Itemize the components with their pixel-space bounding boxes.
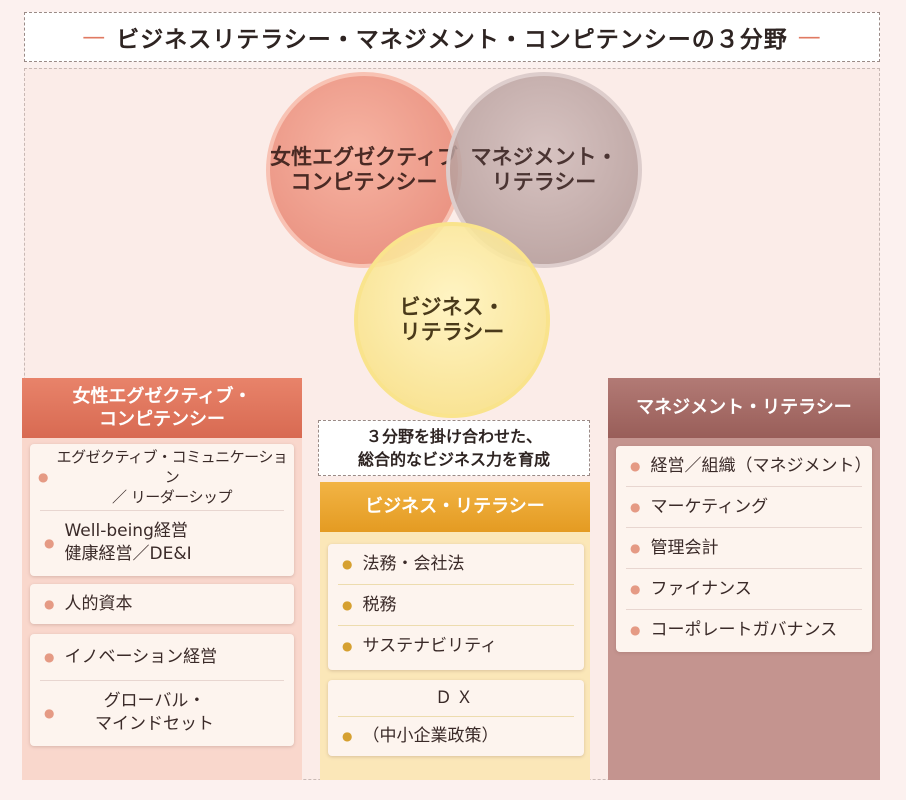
mgmt-item-accounting: 管理会計	[650, 537, 719, 558]
title-text: ビジネスリテラシー・マネジメント・コンピテンシーの３分野	[116, 27, 788, 53]
divider	[626, 609, 862, 610]
female-header-line1: 女性エグゼクティブ・	[72, 385, 252, 407]
list-item: ● 人的資本	[30, 584, 294, 624]
business-card-2: ＤＸ ● （中小企業政策）	[328, 680, 584, 756]
circle-business-literacy: ビジネス・ リテラシー	[354, 222, 550, 418]
circle-biz-line2: リテラシー	[399, 320, 505, 344]
business-item-tax: 税務	[362, 594, 397, 615]
business-item-sustainability: サステナビリティ	[362, 635, 498, 656]
female-item-innovation: イノベーション経営	[64, 646, 218, 667]
circle-biz-line1: ビジネス・	[399, 294, 505, 319]
management-card: ● 経営／組織（マネジメント） ● マーケティング ● 管理会計 ● ファイナン…	[616, 446, 872, 652]
female-card-2: ● 人的資本	[30, 584, 294, 624]
female-item-global-line1: グローバル・	[103, 691, 206, 712]
bullet-icon: ●	[342, 728, 353, 743]
bullet-icon: ●	[44, 596, 55, 611]
divider	[40, 680, 284, 681]
female-item-comm-line1: エグゼクティブ・コミュニケーション	[56, 447, 288, 486]
list-item: ● Well-being経営 健康経営／DE&I	[30, 511, 294, 575]
list-item: ● ファイナンス	[616, 569, 872, 609]
bullet-icon: ●	[44, 649, 55, 664]
diagram-title: — ビジネスリテラシー・マネジメント・コンピテンシーの３分野 —	[24, 12, 880, 62]
divider	[338, 625, 574, 626]
synergy-note: ３分野を掛け合わせた、 総合的なビジネス力を育成	[318, 420, 590, 476]
divider	[40, 510, 284, 511]
circle-mgmt-line1: マネジメント・	[470, 144, 618, 169]
circle-female-line1: 女性エグゼクティブ	[270, 144, 458, 169]
female-card-3: ● イノベーション経営 ● グローバル・ マインドセット	[30, 634, 294, 746]
female-item-global-line2: マインドセット	[94, 714, 214, 734]
female-item-human-capital: 人的資本	[64, 593, 133, 614]
circle-female-competency: 女性エグゼクティブ コンピテンシー	[266, 72, 462, 268]
bullet-icon: ●	[342, 556, 353, 571]
circle-female-line2: コンピテンシー	[290, 170, 438, 194]
divider	[338, 716, 574, 717]
list-item: ● 税務	[328, 585, 584, 625]
list-item: ● コーポレートガバナンス	[616, 610, 872, 650]
column-female-competency: 女性エグゼクティブ・ コンピテンシー ● エグゼクティブ・コミュニケーション ／…	[22, 378, 302, 780]
list-item: ● 管理会計	[616, 528, 872, 568]
bullet-icon: ●	[630, 458, 641, 473]
divider	[626, 527, 862, 528]
bullet-icon: ●	[44, 705, 55, 720]
column-management-literacy: マネジメント・リテラシー ● 経営／組織（マネジメント） ● マーケティング ●…	[608, 378, 880, 780]
mgmt-item-marketing: マーケティング	[650, 496, 769, 517]
female-header-line2: コンピテンシー	[98, 409, 225, 430]
business-item-law: 法務・会社法	[362, 553, 465, 574]
business-dx-title: ＤＸ	[435, 687, 477, 708]
list-item: ● グローバル・ マインドセット	[30, 681, 294, 745]
synergy-note-line2: 総合的なビジネス力を育成	[357, 450, 550, 469]
divider	[626, 486, 862, 487]
bullet-icon: ●	[630, 581, 641, 596]
bullet-icon: ●	[630, 622, 641, 637]
divider	[338, 584, 574, 585]
mgmt-item-finance: ファイナンス	[650, 578, 752, 599]
circle-mgmt-line2: リテラシー	[491, 170, 597, 194]
bullet-icon: ●	[630, 540, 641, 555]
bullet-icon: ●	[630, 499, 641, 514]
title-dash-right: —	[797, 24, 822, 50]
list-item: ● サステナビリティ	[328, 626, 584, 666]
divider	[626, 568, 862, 569]
female-item-wellbeing-line2: 健康経営／DE&I	[64, 544, 192, 564]
bullet-icon: ●	[38, 469, 48, 484]
column-business-literacy: ビジネス・リテラシー ● 法務・会社法 ● 税務 ● サステナビリティ ＤＸ ●…	[320, 482, 590, 780]
synergy-note-line1: ３分野を掛け合わせた、	[365, 426, 542, 446]
bullet-icon: ●	[342, 638, 353, 653]
business-card-1: ● 法務・会社法 ● 税務 ● サステナビリティ	[328, 544, 584, 670]
column-female-header: 女性エグゼクティブ・ コンピテンシー	[22, 378, 302, 438]
list-item: ● マーケティング	[616, 487, 872, 527]
female-item-comm-line2: ／ リーダーシップ	[112, 488, 232, 507]
business-item-sme-policy: （中小企業政策）	[362, 725, 499, 746]
bullet-icon: ●	[342, 597, 353, 612]
list-item: ● エグゼクティブ・コミュニケーション ／ リーダーシップ	[30, 444, 294, 510]
list-item: ● 経営／組織（マネジメント）	[616, 446, 872, 486]
bullet-icon: ●	[44, 535, 55, 550]
mgmt-item-governance: コーポレートガバナンス	[650, 619, 838, 640]
title-dash-left: —	[82, 24, 107, 50]
column-business-header: ビジネス・リテラシー	[320, 482, 590, 532]
column-management-header: マネジメント・リテラシー	[608, 378, 880, 438]
list-item: ● 法務・会社法	[328, 544, 584, 584]
female-card-1: ● エグゼクティブ・コミュニケーション ／ リーダーシップ ● Well-bei…	[30, 444, 294, 576]
female-item-wellbeing-line1: Well-being経営	[64, 521, 188, 542]
mgmt-item-organization: 経営／組織（マネジメント）	[650, 455, 872, 476]
list-item: ● イノベーション経営	[30, 634, 294, 680]
list-item: ● （中小企業政策）	[328, 717, 584, 755]
